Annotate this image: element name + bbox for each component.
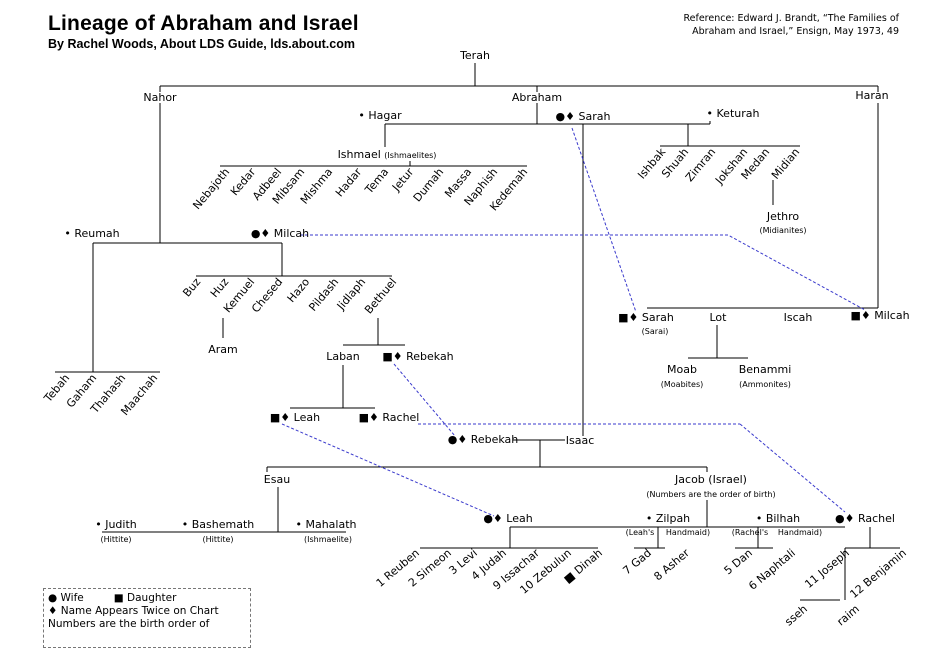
person-rebekah-mid: ●♦ Rebekah xyxy=(448,433,519,446)
person-bilhah: • Bilhah xyxy=(756,512,800,525)
chart-subtitle: By Rachel Woods, About LDS Guide, lds.ab… xyxy=(48,37,355,51)
person-moab: Moab xyxy=(667,363,697,376)
milcah-child-5: Pildash xyxy=(306,276,341,314)
zilpah-child-1: 8 Asher xyxy=(651,546,692,583)
person-reumah: • Reumah xyxy=(64,227,119,240)
legend-birth: Numbers are the birth order of xyxy=(48,618,210,630)
reference-note: Reference: Edward J. Brandt, “The Famili… xyxy=(683,12,899,38)
legend-wife: ● Wife xyxy=(48,592,84,604)
rachel-child-0: 11 Joseph xyxy=(802,546,852,591)
ishmael-son-0: Nebajoth xyxy=(190,166,232,213)
person-benammi: Benammi xyxy=(739,363,792,376)
benammi-note: (Ammonites) xyxy=(739,380,791,389)
reference-line-1: Reference: Edward J. Brandt, “The Famili… xyxy=(683,13,899,24)
person-leah-mid: ■♦ Leah xyxy=(270,411,320,424)
person-rebekah-top: ■♦ Rebekah xyxy=(382,350,453,363)
mahalath-note: (Ishmaelite) xyxy=(304,535,352,544)
legend-twice: ♦ Name Appears Twice on Chart xyxy=(48,605,219,617)
person-ishmael: Ishmael (Ishmaelites) xyxy=(338,148,437,161)
milcah-child-0: Buz xyxy=(180,275,203,299)
legend-daughter: ■ Daughter xyxy=(113,592,177,604)
reference-line-2: Abraham and Israel,” Ensign, May 1973, 4… xyxy=(692,26,899,37)
ishmael-son-8: Dumah xyxy=(411,166,447,205)
connector-lines xyxy=(55,63,900,601)
milcah-child-3: Chesed xyxy=(249,276,285,316)
zilpah-note-a: (Leah's xyxy=(626,528,655,537)
person-sarah-top: ●♦ Sarah xyxy=(556,110,611,123)
judith-note: (Hittite) xyxy=(100,535,131,544)
person-laban: Laban xyxy=(326,350,360,363)
person-bashemath: • Bashemath xyxy=(182,518,255,531)
person-nahor: Nahor xyxy=(143,91,177,104)
jacob-note: (Numbers are the order of birth) xyxy=(646,490,775,499)
joseph-son-0: sseh xyxy=(782,602,810,628)
person-esau: Esau xyxy=(264,473,290,486)
chart-title: Lineage of Abraham and Israel xyxy=(48,12,359,35)
person-zilpah: • Zilpah xyxy=(646,512,690,525)
bashemath-note: (Hittite) xyxy=(202,535,233,544)
ishmael-name: Ishmael xyxy=(338,148,381,161)
person-mahalath: • Mahalath xyxy=(295,518,356,531)
lineage-diagram: Terah Nahor Abraham Haran • Hagar ●♦ Sar… xyxy=(41,49,910,628)
ishmael-son-6: Tema xyxy=(362,166,391,197)
bilhah-child-0: 5 Dan xyxy=(722,546,755,577)
person-milcah-left: ●♦ Milcah xyxy=(251,227,309,240)
ishmael-note: (Ishmaelites) xyxy=(384,151,436,160)
moab-note: (Moabites) xyxy=(661,380,703,389)
person-sarah-right: ■♦ Sarah xyxy=(618,311,674,324)
bilhah-note-a: (Rachel's xyxy=(732,528,768,537)
person-keturah: • Keturah xyxy=(707,107,760,120)
legend-box: ● Wife ■ Daughter ♦ Name Appears Twice o… xyxy=(43,588,251,648)
ishmael-son-5: Hadar xyxy=(333,165,365,199)
person-milcah-right: ■♦ Milcah xyxy=(850,309,909,322)
person-judith: • Judith xyxy=(95,518,137,531)
zilpah-child-0: 7 Gad xyxy=(620,546,653,577)
bilhah-child-1: 6 Naphtali xyxy=(746,546,798,592)
person-lot: Lot xyxy=(710,311,728,324)
person-iscah: Iscah xyxy=(784,311,813,324)
person-haran: Haran xyxy=(855,89,888,102)
person-aram: Aram xyxy=(208,343,238,356)
rachel-child-1: 12 Benjamin xyxy=(847,546,908,601)
person-isaac: Isaac xyxy=(566,434,595,447)
milcah-child-1: Huz xyxy=(208,275,232,300)
legend-row-1: ● Wife ■ Daughter xyxy=(48,592,246,605)
milcah-child-4: Hazo xyxy=(285,275,313,305)
person-leah-low: ●♦ Leah xyxy=(483,512,532,525)
milcah-child-7: Bethuel xyxy=(362,276,399,317)
keturah-son-5: Midian xyxy=(769,146,802,182)
bilhah-note-b: Handmaid) xyxy=(778,528,822,537)
jethro-note: (Midianites) xyxy=(759,226,806,235)
person-jacob: Jacob (Israel) xyxy=(674,473,747,486)
person-rachel-mid: ■♦ Rachel xyxy=(359,411,420,424)
joseph-son-1: raim xyxy=(834,602,862,628)
person-abraham: Abraham xyxy=(512,91,562,104)
person-rachel-low: ●♦ Rachel xyxy=(835,512,895,525)
sarah-right-note: (Sarai) xyxy=(642,327,669,336)
ishmael-son-7: Jetur xyxy=(389,165,417,194)
person-hagar: • Hagar xyxy=(358,109,402,122)
person-jethro: Jethro xyxy=(766,210,800,223)
person-terah: Terah xyxy=(459,49,490,62)
duplicate-person-links xyxy=(281,127,866,517)
zilpah-note-b: Handmaid) xyxy=(666,528,710,537)
